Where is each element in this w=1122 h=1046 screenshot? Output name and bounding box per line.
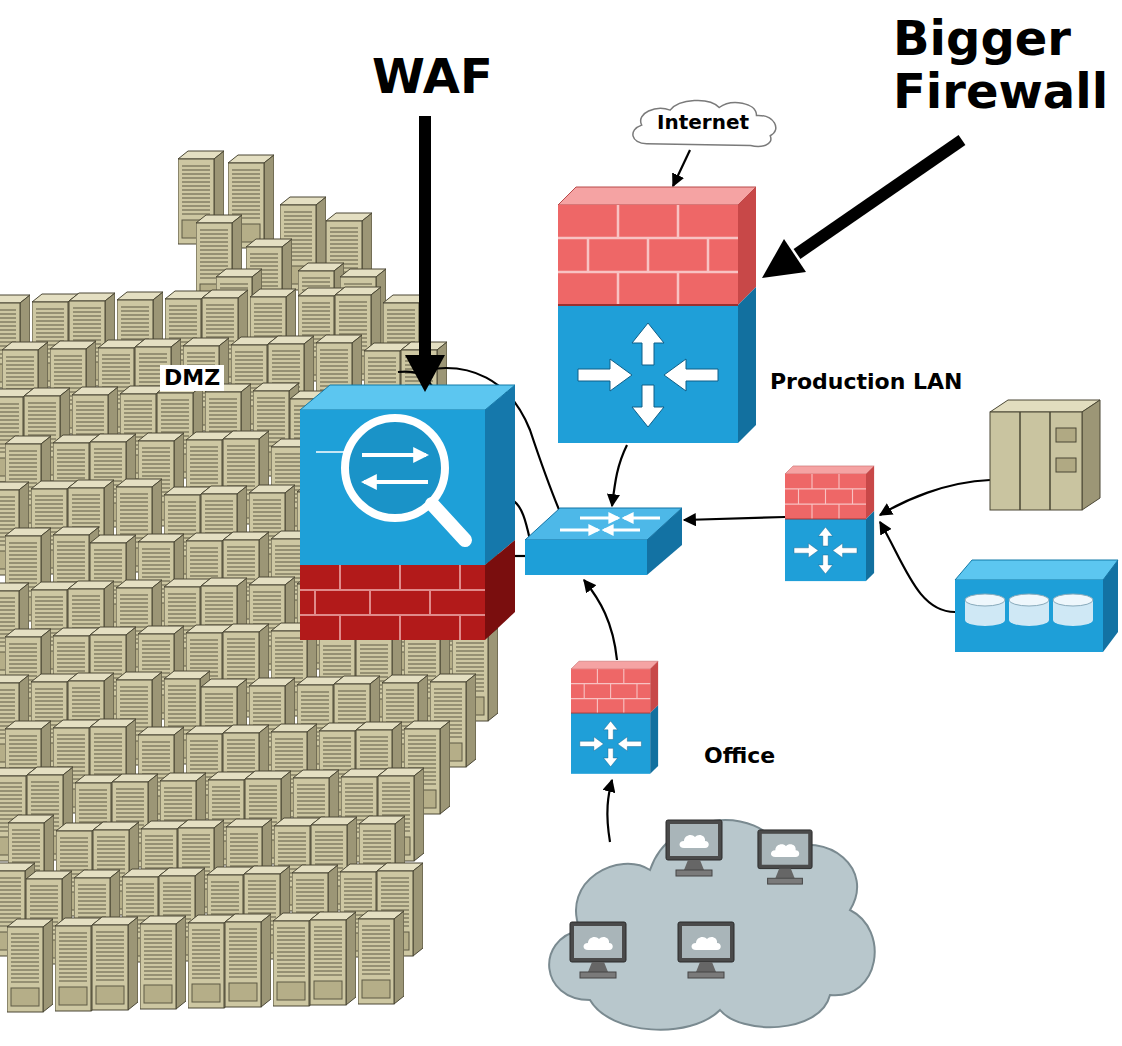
office-computer [678,922,734,978]
office-cloud [549,820,875,1030]
network-arrow [880,522,955,612]
network-arrow [584,580,617,660]
node-text: Internet [657,111,750,134]
network-arrow [607,780,612,842]
production-firewall [785,466,874,581]
big-firewall [558,187,756,443]
network-arrow [880,480,990,515]
server-tower [310,912,356,1005]
callout-arrow [419,116,431,358]
callout-label: Bigger Firewall [893,12,1118,118]
callout-label: WAF [372,50,493,103]
callout-arrowhead [762,239,806,278]
callout-arrows [405,116,962,392]
network-arrow [673,150,690,186]
server-tower [92,917,138,1010]
network-switch [525,508,682,575]
callout-arrow [797,140,962,254]
server-tower [7,919,53,1012]
server-tower [140,916,186,1009]
network-wires [398,150,990,842]
zone-label: DMZ [160,365,224,391]
server-tower [358,911,404,1004]
office-computer [758,830,812,884]
network-arrow [612,445,627,506]
waf-appliance [300,385,515,640]
zone-label: Production LAN [770,370,963,394]
zone-label: Office [704,744,775,768]
office-computer [570,922,626,978]
callout-arrowhead [405,355,445,392]
storage-array [955,560,1118,652]
internet-cloud: Internet [625,96,782,149]
server-tower [225,914,271,1007]
production-server [990,400,1100,510]
network-arrow [684,517,785,520]
office-computer [666,820,722,876]
office-firewall [571,661,658,774]
